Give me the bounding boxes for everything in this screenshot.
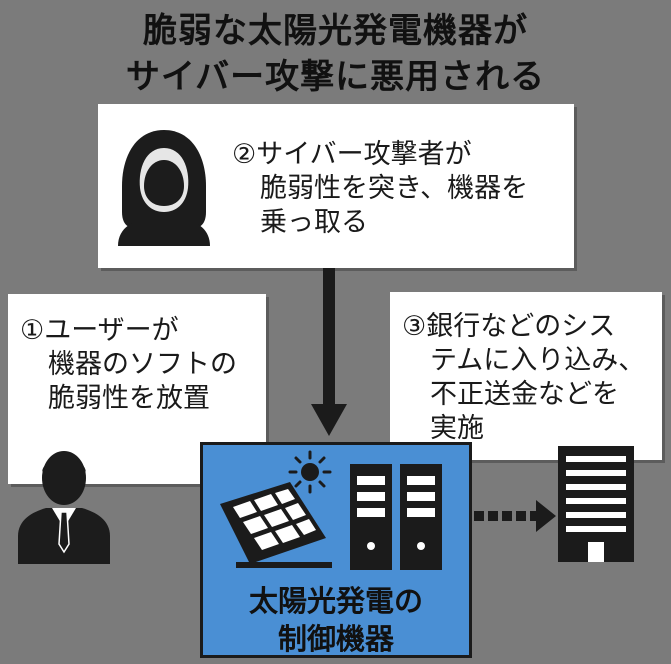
controller-label-line-2: 制御機器 (277, 622, 394, 656)
step-1-line-1: ①ユーザーが (20, 315, 179, 346)
step-3-line-3: 不正送金などを (430, 379, 619, 410)
step-1-line-3: 脆弱性を放置 (48, 383, 210, 414)
solar-panel-icon (220, 482, 332, 568)
hooded-hacker-icon (118, 130, 210, 246)
title-line-2: サイバー攻撃に悪用される (125, 57, 546, 97)
solar-controller-label: 太陽光発電の 制御機器 (200, 582, 472, 658)
step-3-line-2: テムに入り込み、 (430, 345, 646, 376)
step-2-line-1: ②サイバー攻撃者が (232, 139, 472, 170)
intrusion-arrow (474, 500, 556, 532)
diagram-title: 脆弱な太陽光発電機器が サイバー攻撃に悪用される (0, 8, 671, 100)
step-1-line-2: 機器のソフトの (48, 349, 237, 380)
step-2-line-3: 乗っ取る (260, 207, 368, 238)
sun-icon (288, 450, 332, 494)
step-2-line-2: 脆弱性を突き、機器を (260, 173, 529, 204)
controller-label-line-1: 太陽光発電の (248, 584, 423, 618)
office-building-icon (558, 446, 634, 562)
bank-system-box (390, 292, 662, 460)
server-cabinet-icon (350, 464, 442, 570)
businessman-icon (18, 451, 110, 564)
title-line-1: 脆弱な太陽光発電機器が (143, 11, 528, 51)
step-1-text: ①ユーザーが 機器のソフトの 脆弱性を放置 (20, 314, 237, 416)
step-3-line-1: ③銀行などのシス (402, 311, 616, 342)
step-2-text: ②サイバー攻撃者が 脆弱性を突き、機器を 乗っ取る (232, 138, 528, 240)
step-3-line-4: 実施 (430, 413, 484, 444)
step-3-text: ③銀行などのシス テムに入り込み、 不正送金などを 実施 (402, 310, 645, 446)
